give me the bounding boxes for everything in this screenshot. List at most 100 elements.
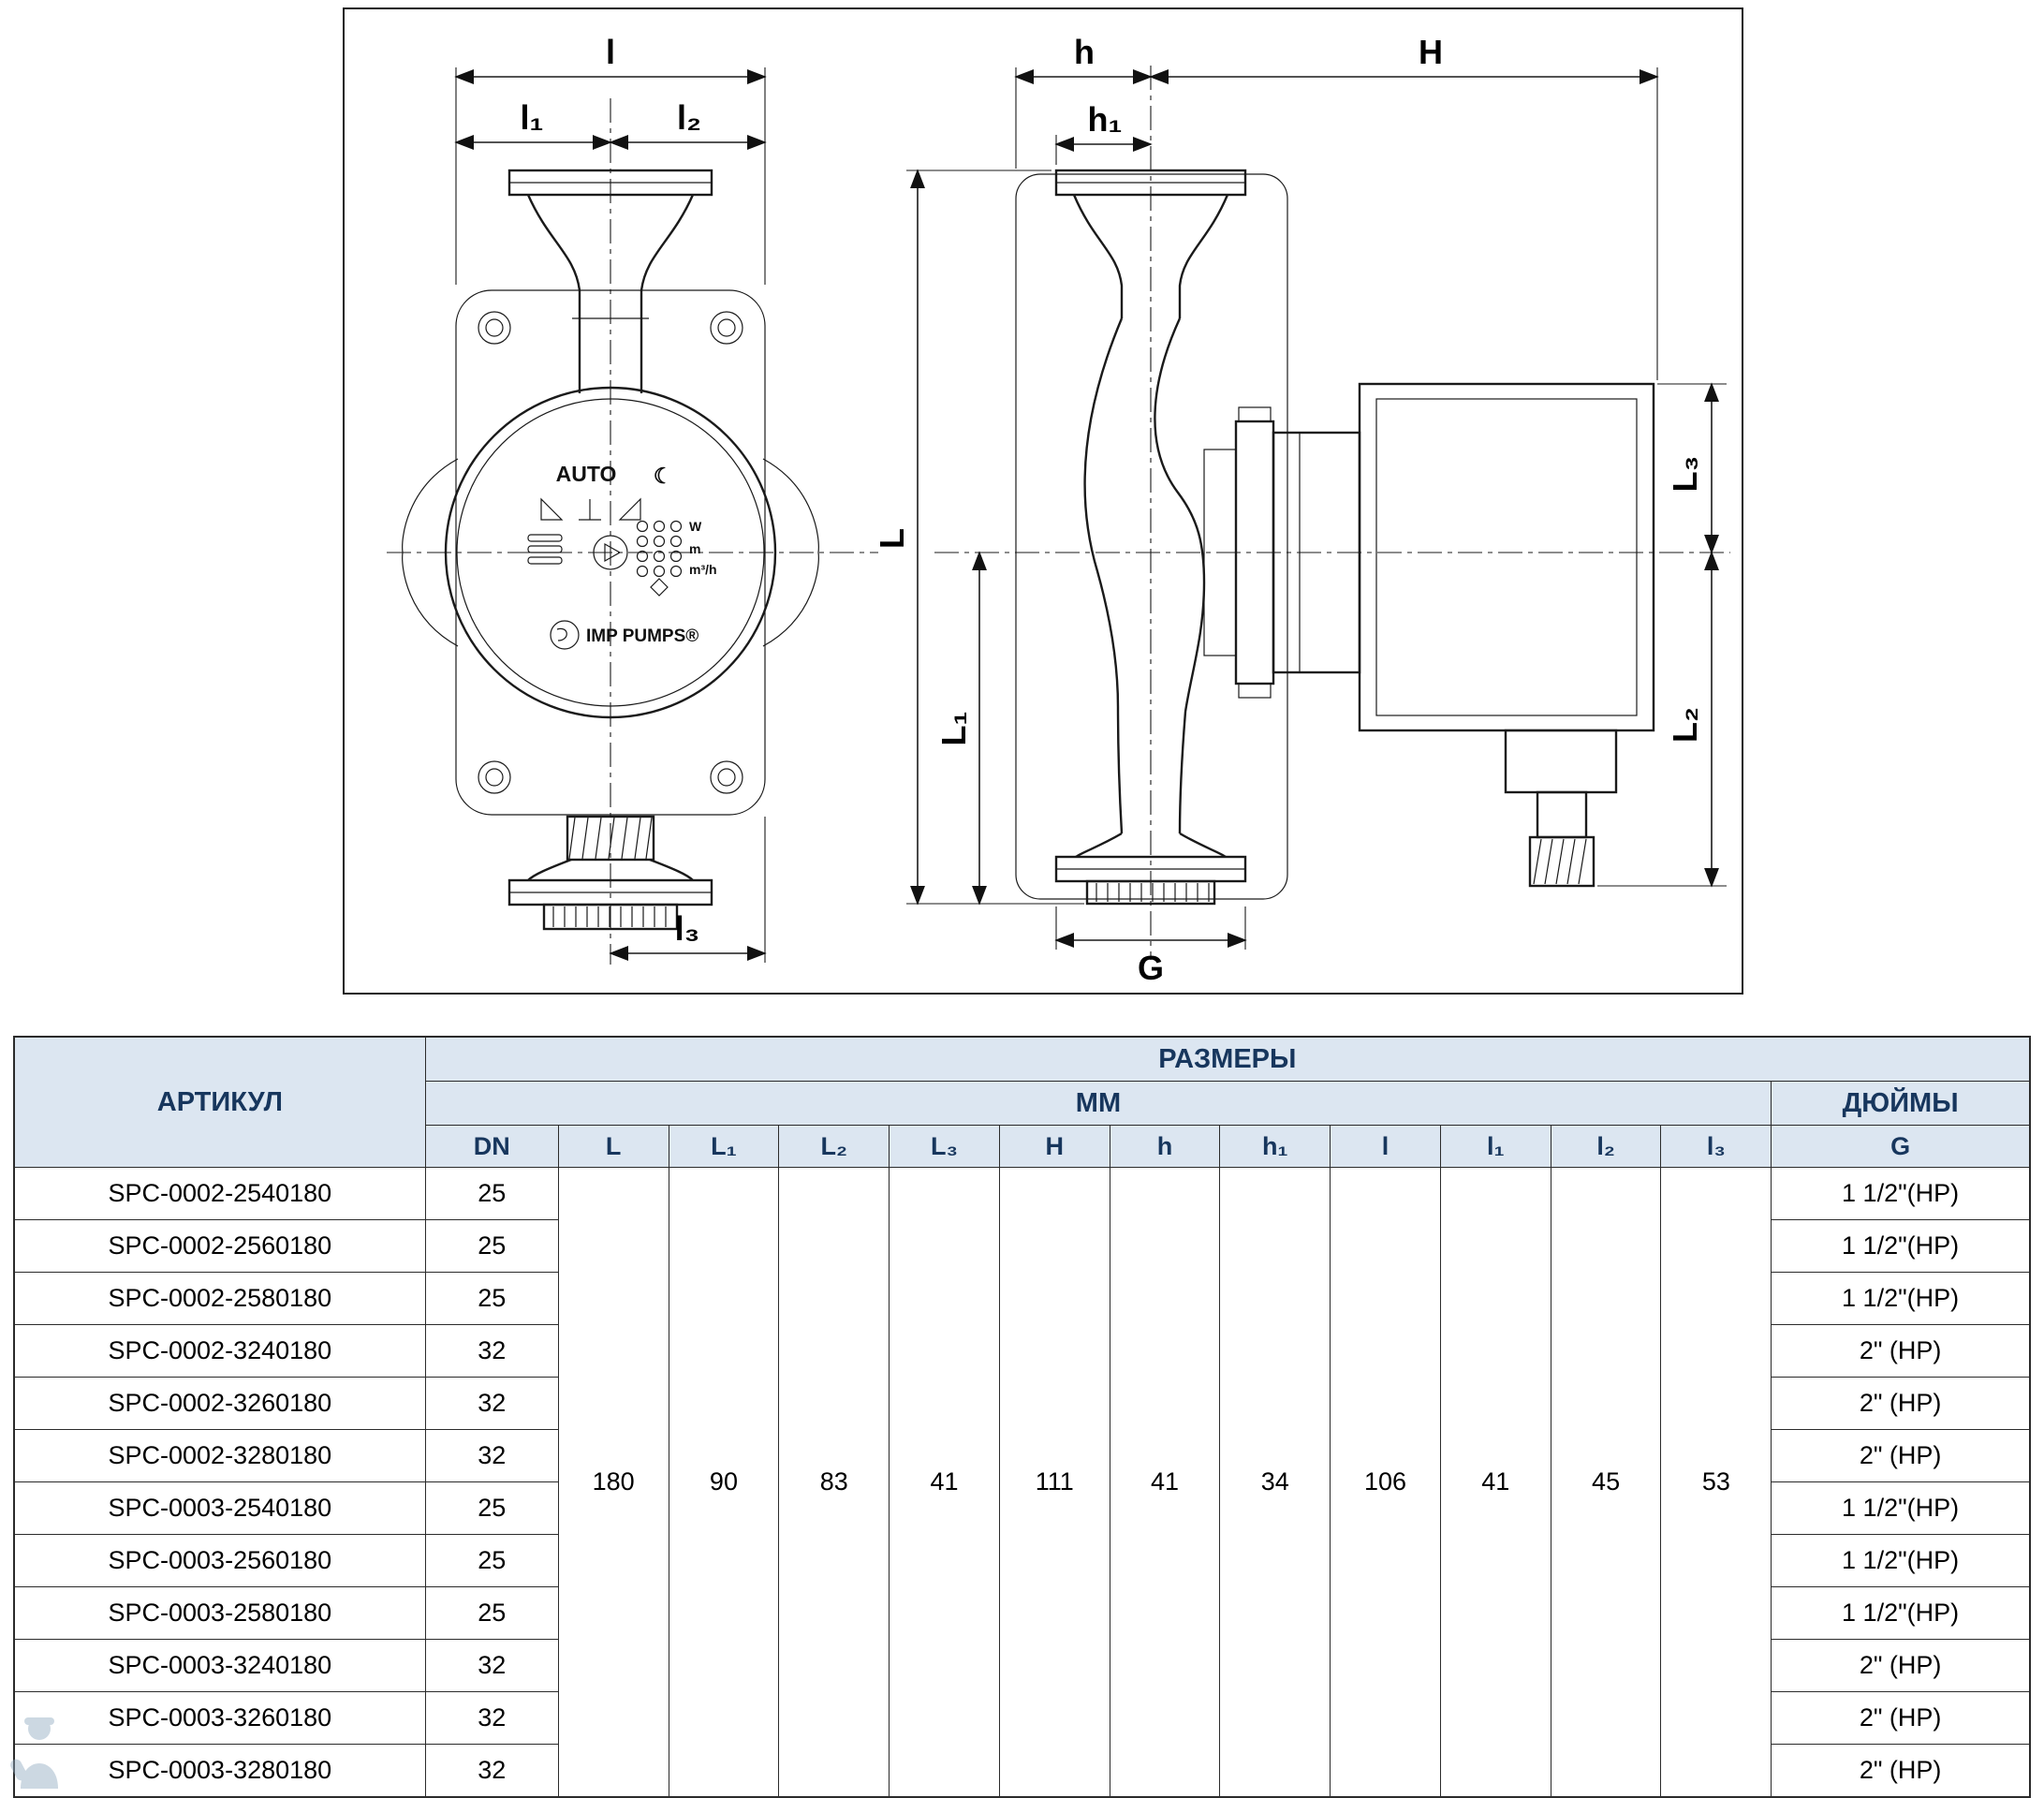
mounting-plate — [455, 289, 766, 816]
article-cell: SPC-0003-2540180 — [13, 1481, 426, 1535]
g-cell: 2" (НР) — [1771, 1377, 2031, 1430]
g-cell: 1 1/2"(НР) — [1771, 1481, 2031, 1535]
dim-label-L2: L₂ — [1666, 707, 1704, 743]
side-top-neck — [1072, 194, 1229, 318]
control-box-panel — [1375, 398, 1638, 716]
cable-gland-hatch — [1533, 838, 1587, 885]
g-cell: 1 1/2"(НР) — [1771, 1167, 2031, 1220]
g-cell: 1 1/2"(НР) — [1771, 1272, 2031, 1325]
value-L: 180 — [557, 1167, 669, 1798]
col-header-L1: L₁ — [668, 1125, 780, 1168]
led-display-grid — [636, 520, 683, 597]
casing-lobe-left — [402, 458, 459, 647]
dn-cell: 32 — [424, 1324, 559, 1378]
col-header-h: h — [1109, 1125, 1221, 1168]
g-cell: 1 1/2"(НР) — [1771, 1586, 2031, 1640]
union-nut-hatch — [568, 817, 653, 860]
auto-label: AUTO — [556, 462, 617, 486]
value-l2: 45 — [1550, 1167, 1662, 1798]
article-cell: SPC-0003-3260180 — [13, 1691, 426, 1745]
side-thread-collar — [1085, 879, 1216, 906]
dimensions-table-wrap: АРТИКУЛ РАЗМЕРЫ ММ ДЮЙМЫ DN L L₁ L₂ L₃ H… — [13, 1036, 2031, 1798]
col-header-l: l — [1330, 1125, 1441, 1168]
col-header-h1: h₁ — [1219, 1125, 1331, 1168]
clamp-bolt-top — [1238, 406, 1272, 422]
table-row: SPC-0003-3260180 32 2" (НР) — [13, 1691, 2031, 1745]
value-l3: 53 — [1660, 1167, 1772, 1798]
cable-gland — [1536, 790, 1588, 839]
dim-label-l2: l₂ — [677, 98, 701, 137]
value-h: 41 — [1109, 1167, 1221, 1798]
article-cell: SPC-0002-2540180 — [13, 1167, 426, 1220]
g-cell: 1 1/2"(НР) — [1771, 1219, 2031, 1273]
body-silhouette — [1015, 173, 1288, 900]
table-row: SPC-0003-3280180 32 2" (НР) — [13, 1744, 2031, 1798]
col-header-dn: DN — [424, 1125, 559, 1168]
dn-cell: 32 — [424, 1429, 559, 1482]
dn-cell: 25 — [424, 1167, 559, 1220]
g-cell: 1 1/2"(НР) — [1771, 1534, 2031, 1587]
front-view: AUTO ☾ W m m³/h — [387, 33, 878, 965]
value-L2: 83 — [778, 1167, 890, 1798]
value-L1: 90 — [668, 1167, 780, 1798]
s-pipe-left-edge — [1083, 317, 1124, 834]
table-row: SPC-0003-3240180 32 2" (НР) — [13, 1639, 2031, 1692]
value-L3: 41 — [889, 1167, 1000, 1798]
header-sizes: РАЗМЕРЫ — [424, 1036, 2031, 1082]
brand-text: IMP PUMPS® — [586, 626, 698, 646]
value-l1: 41 — [1439, 1167, 1551, 1798]
article-cell: SPC-0002-3260180 — [13, 1377, 426, 1430]
dn-cell: 25 — [424, 1586, 559, 1640]
pump-curve-icons — [540, 497, 641, 521]
control-box — [1358, 382, 1655, 732]
casing-lobe-right — [762, 458, 819, 647]
value-h1: 34 — [1219, 1167, 1331, 1798]
table-row: SPC-0003-2560180 25 1 1/2"(НР) — [13, 1534, 2031, 1587]
article-cell: SPC-0002-3240180 — [13, 1324, 426, 1378]
dn-cell: 25 — [424, 1272, 559, 1325]
watermark-logo — [10, 1717, 58, 1789]
technical-drawing-frame: AUTO ☾ W m m³/h — [343, 7, 1743, 995]
header-row-sizes: АРТИКУЛ РАЗМЕРЫ — [13, 1036, 2031, 1168]
g-cell: 2" (НР) — [1771, 1639, 2031, 1692]
dim-label-L3: L₃ — [1666, 456, 1704, 493]
unit-watt-label: W — [689, 519, 702, 534]
union-nut — [566, 815, 655, 862]
table-row: SPC-0002-3240180 32 2" (НР) — [13, 1324, 2031, 1378]
thread-collar — [542, 903, 679, 931]
clamp-bolt-bottom — [1238, 683, 1272, 699]
col-header-L2: L₂ — [778, 1125, 890, 1168]
s-pipe-right-edge — [1154, 317, 1206, 834]
table-row: SPC-0003-2580180 25 1 1/2"(НР) — [13, 1586, 2031, 1640]
thread-collar-knurl — [552, 906, 667, 927]
article-cell: SPC-0003-2580180 — [13, 1586, 426, 1640]
col-header-L: L — [557, 1125, 669, 1168]
header-article: АРТИКУЛ — [13, 1036, 426, 1168]
article-cell: SPC-0003-2560180 — [13, 1534, 426, 1587]
cable-gland-nut — [1528, 835, 1595, 888]
col-header-L3: L₃ — [889, 1125, 1000, 1168]
g-cell: 2" (НР) — [1771, 1691, 2031, 1745]
dim-label-l: l — [606, 33, 615, 71]
header-inches: ДЮЙМЫ — [1771, 1081, 2031, 1126]
header-mm: ММ — [424, 1081, 1772, 1126]
top-neck — [526, 194, 695, 393]
side-bottom-neck — [1075, 832, 1227, 859]
pump-face-circle — [444, 386, 777, 719]
pump-dimension-drawing: AUTO ☾ W m m³/h — [387, 33, 1730, 987]
article-cell: SPC-0003-3280180 — [13, 1744, 426, 1798]
g-cell: 2" (НР) — [1771, 1324, 2031, 1378]
dim-label-L1: L₁ — [934, 712, 973, 746]
dn-cell: 32 — [424, 1744, 559, 1798]
dn-cell: 32 — [424, 1691, 559, 1745]
g-cell: 2" (НР) — [1771, 1429, 2031, 1482]
side-view: h H h₁ L L₁ L₃ L₂ G — [873, 33, 1730, 987]
dim-label-H: H — [1419, 33, 1443, 71]
control-buttons — [527, 534, 628, 570]
col-header-l3: l₃ — [1660, 1125, 1772, 1168]
article-cell: SPC-0002-2560180 — [13, 1219, 426, 1273]
header-row-columns: DN L L₁ L₂ L₃ H h h₁ l l₁ l₂ l₃ G — [14, 1125, 2031, 1168]
dim-label-h: h — [1074, 33, 1095, 71]
table-row: SPC-0002-2540180 25 180 90 83 41 111 41 … — [13, 1167, 2031, 1798]
dimensions-table: АРТИКУЛ РАЗМЕРЫ ММ ДЮЙМЫ DN L L₁ L₂ L₃ H… — [13, 1036, 2031, 1798]
